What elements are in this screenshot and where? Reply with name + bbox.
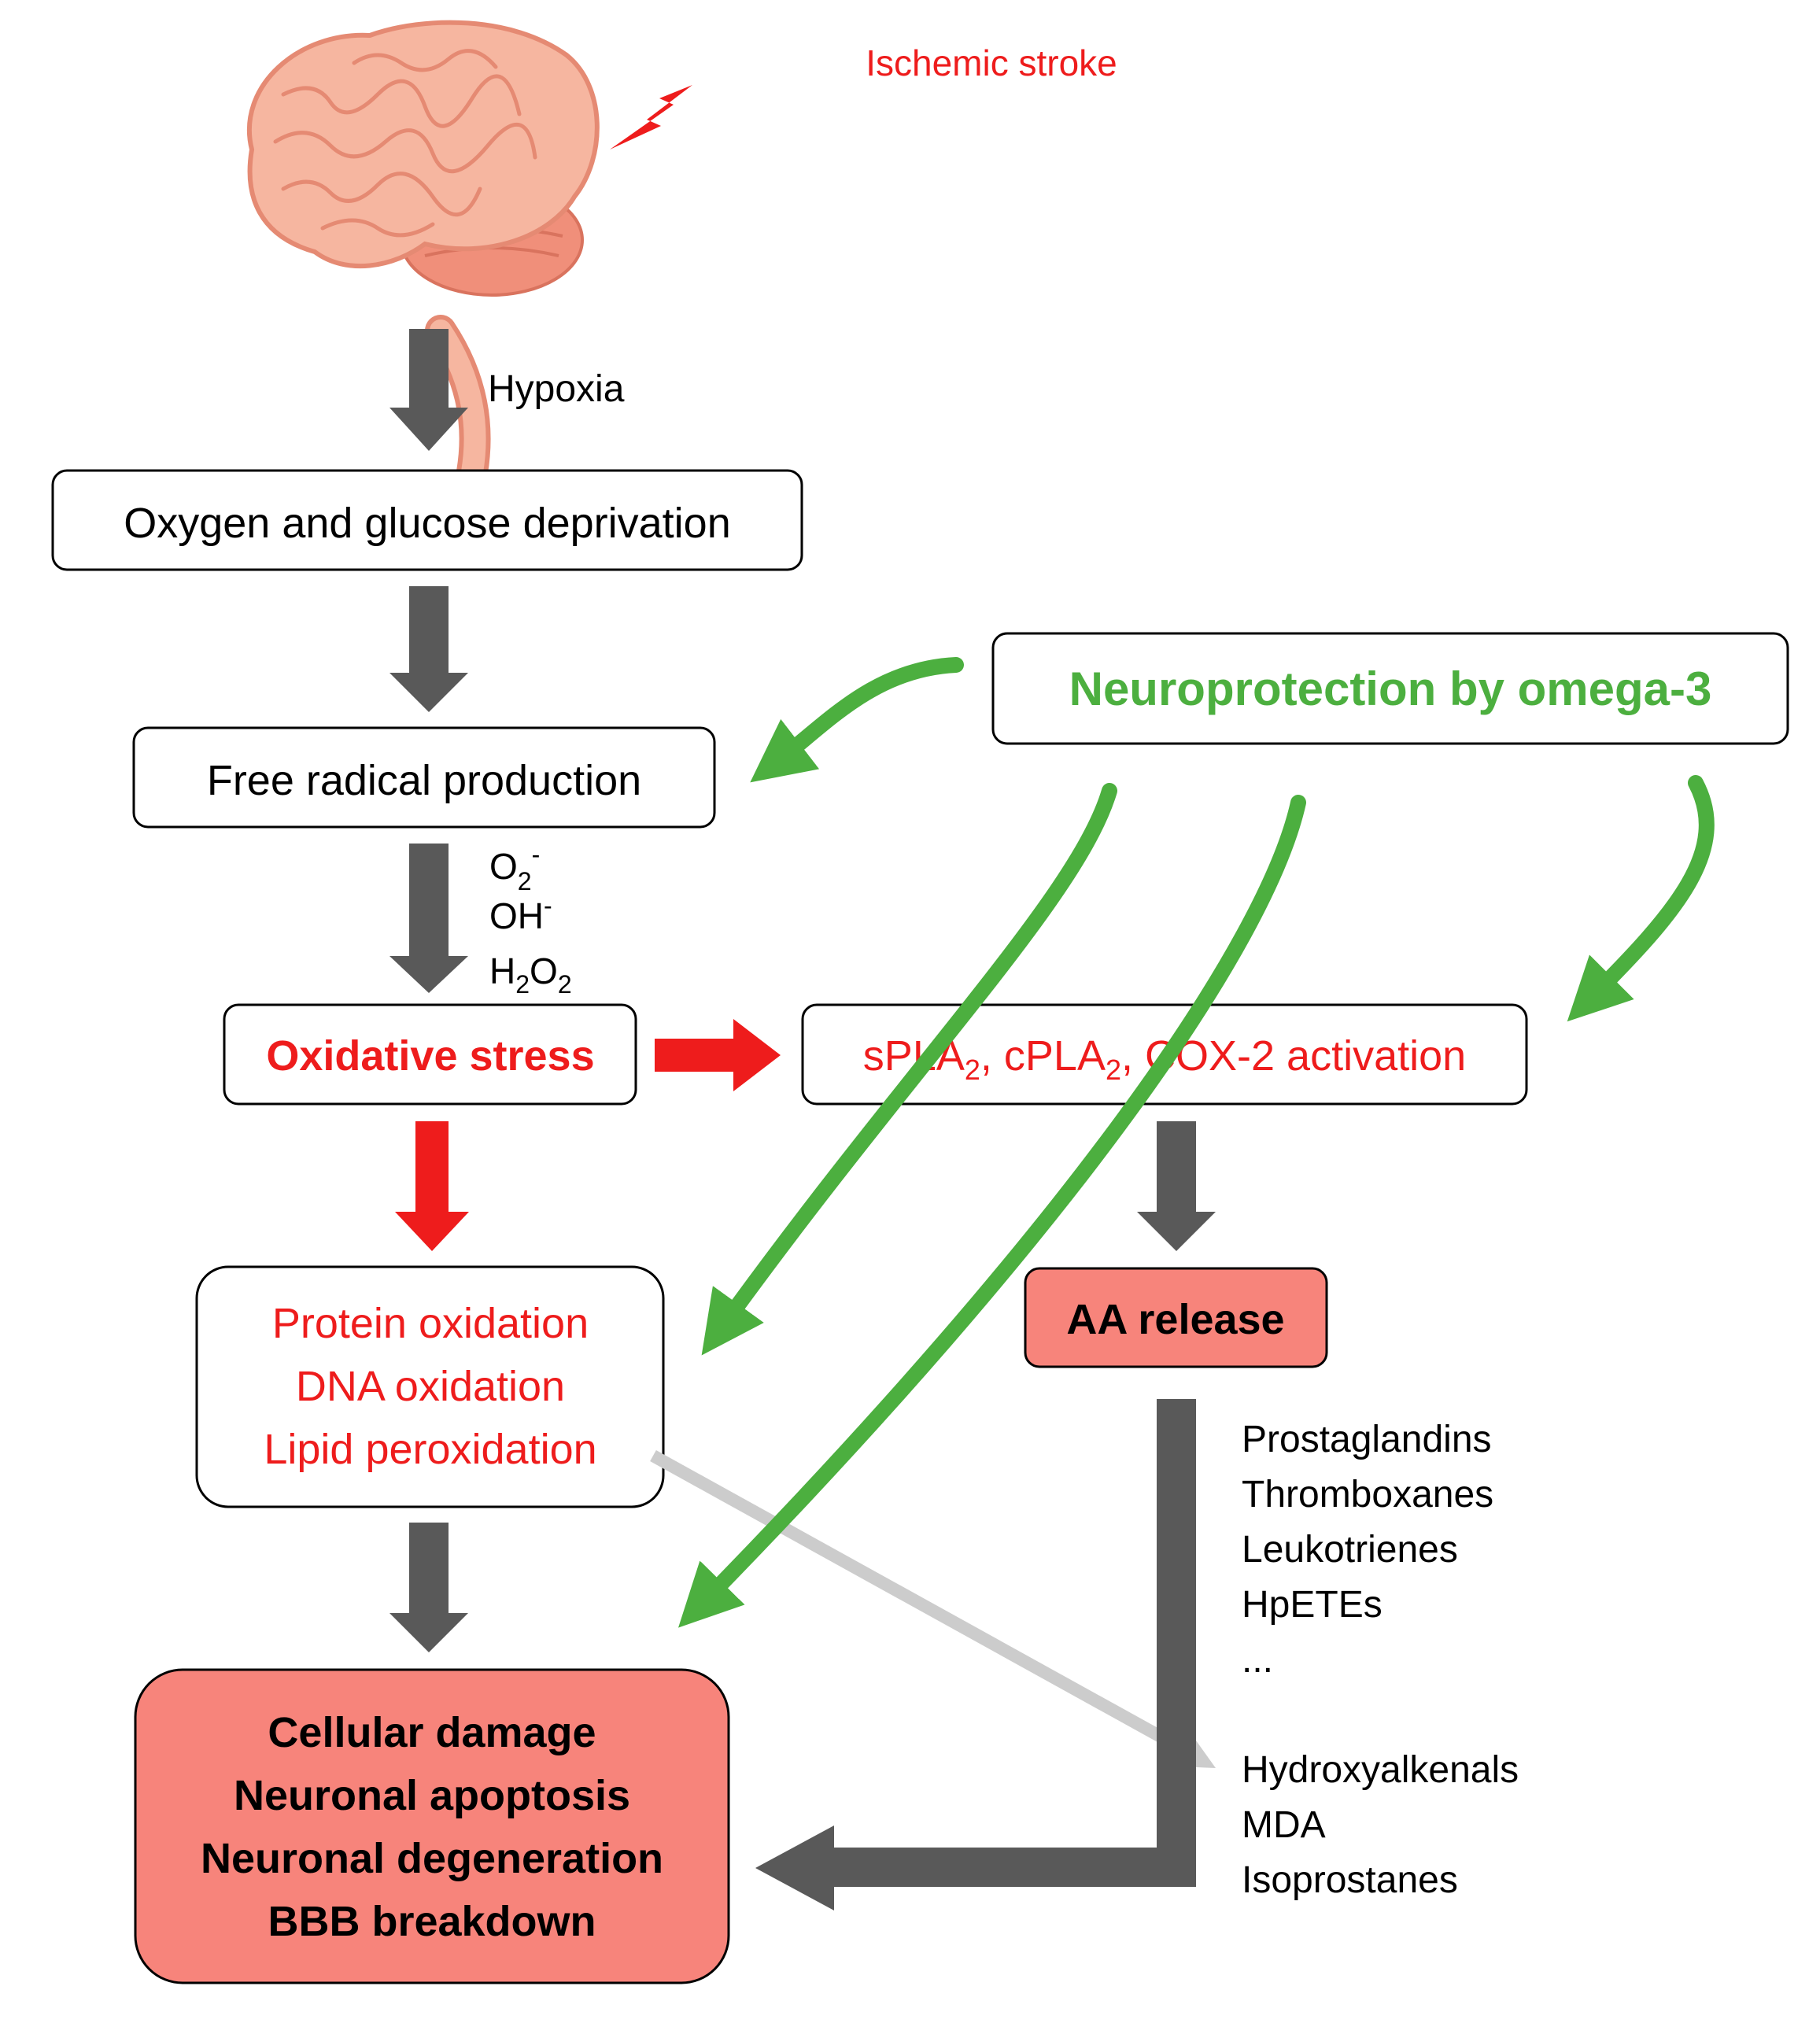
radical-oh: OH- xyxy=(489,892,552,936)
ogd-label: Oxygen and glucose deprivation xyxy=(124,500,731,547)
aa-product: HpETEs xyxy=(1242,1584,1383,1626)
aa-release-label: AA release xyxy=(1066,1296,1284,1343)
damage-degeneration: Neuronal degeneration xyxy=(201,1835,663,1882)
oxidation-protein: Protein oxidation xyxy=(272,1300,589,1347)
damage-bbb: BBB breakdown xyxy=(268,1898,596,1945)
lipid-products-list: Hydroxyalkenals MDA Isoprostanes xyxy=(1242,1749,1519,1901)
ogd-to-free-radical-arrow xyxy=(389,586,468,712)
damage-cellular: Cellular damage xyxy=(268,1709,596,1756)
omega3-to-free-radical-arrow xyxy=(750,657,964,783)
lightning-bolt-icon xyxy=(610,85,692,150)
omega3-to-pla2-arrow xyxy=(1567,775,1715,1022)
omega3-to-damage-arrow xyxy=(678,795,1306,1628)
aa-product: Thromboxanes xyxy=(1242,1474,1493,1515)
aa-product: Prostaglandins xyxy=(1242,1419,1492,1460)
free-radical-to-oxidative-arrow xyxy=(389,844,468,993)
neuroprotection-box xyxy=(991,632,1789,745)
free-radical-label: Free radical production xyxy=(207,757,641,804)
pla2-activation-label: sPLA2, cPLA2, COX-2 activation xyxy=(863,1032,1466,1086)
lipid-product: Hydroxyalkenals xyxy=(1242,1749,1519,1791)
ogd-box xyxy=(51,469,803,571)
oxidative-stress-box xyxy=(223,1003,637,1106)
lipid-product: Isoprostanes xyxy=(1242,1859,1458,1901)
brain-icon xyxy=(246,20,600,488)
oxidation-box xyxy=(195,1265,665,1508)
damage-box xyxy=(134,1668,730,1984)
neuroprotection-label: Neuroprotection by omega-3 xyxy=(1069,663,1712,715)
oxidative-stress-label: Oxidative stress xyxy=(266,1032,594,1080)
aa-to-damage-arrow xyxy=(755,1399,1196,1910)
pla2-to-aa-arrow xyxy=(1137,1121,1216,1251)
hypoxia-label: Hypoxia xyxy=(488,368,625,410)
omega3-to-oxidation-arrow xyxy=(701,783,1117,1356)
free-radical-box xyxy=(132,726,716,829)
lipid-product: MDA xyxy=(1242,1804,1326,1846)
damage-apoptosis: Neuronal apoptosis xyxy=(234,1772,630,1819)
aa-release-box xyxy=(1024,1267,1328,1368)
hypoxia-arrow xyxy=(389,329,468,451)
oxidative-to-oxidation-arrow xyxy=(395,1121,469,1251)
lipid-to-products-arrow xyxy=(650,1450,1216,1768)
oxidation-dna: DNA oxidation xyxy=(296,1363,565,1410)
aa-product: ... xyxy=(1242,1639,1273,1681)
radical-o2: O2- xyxy=(489,840,540,895)
stroke-label: Ischemic stroke xyxy=(866,42,1117,83)
oxidative-to-pla2-arrow xyxy=(655,1019,781,1091)
oxidation-to-damage-arrow xyxy=(389,1523,468,1652)
aa-products-list: Prostaglandins Thromboxanes Leukotrienes… xyxy=(1242,1419,1493,1681)
radical-h2o2: H2O2 xyxy=(489,951,572,999)
omega3-inhibition-arrows xyxy=(678,657,1715,1628)
aa-product: Leukotrienes xyxy=(1242,1529,1458,1571)
oxidation-lipid: Lipid peroxidation xyxy=(264,1426,596,1473)
